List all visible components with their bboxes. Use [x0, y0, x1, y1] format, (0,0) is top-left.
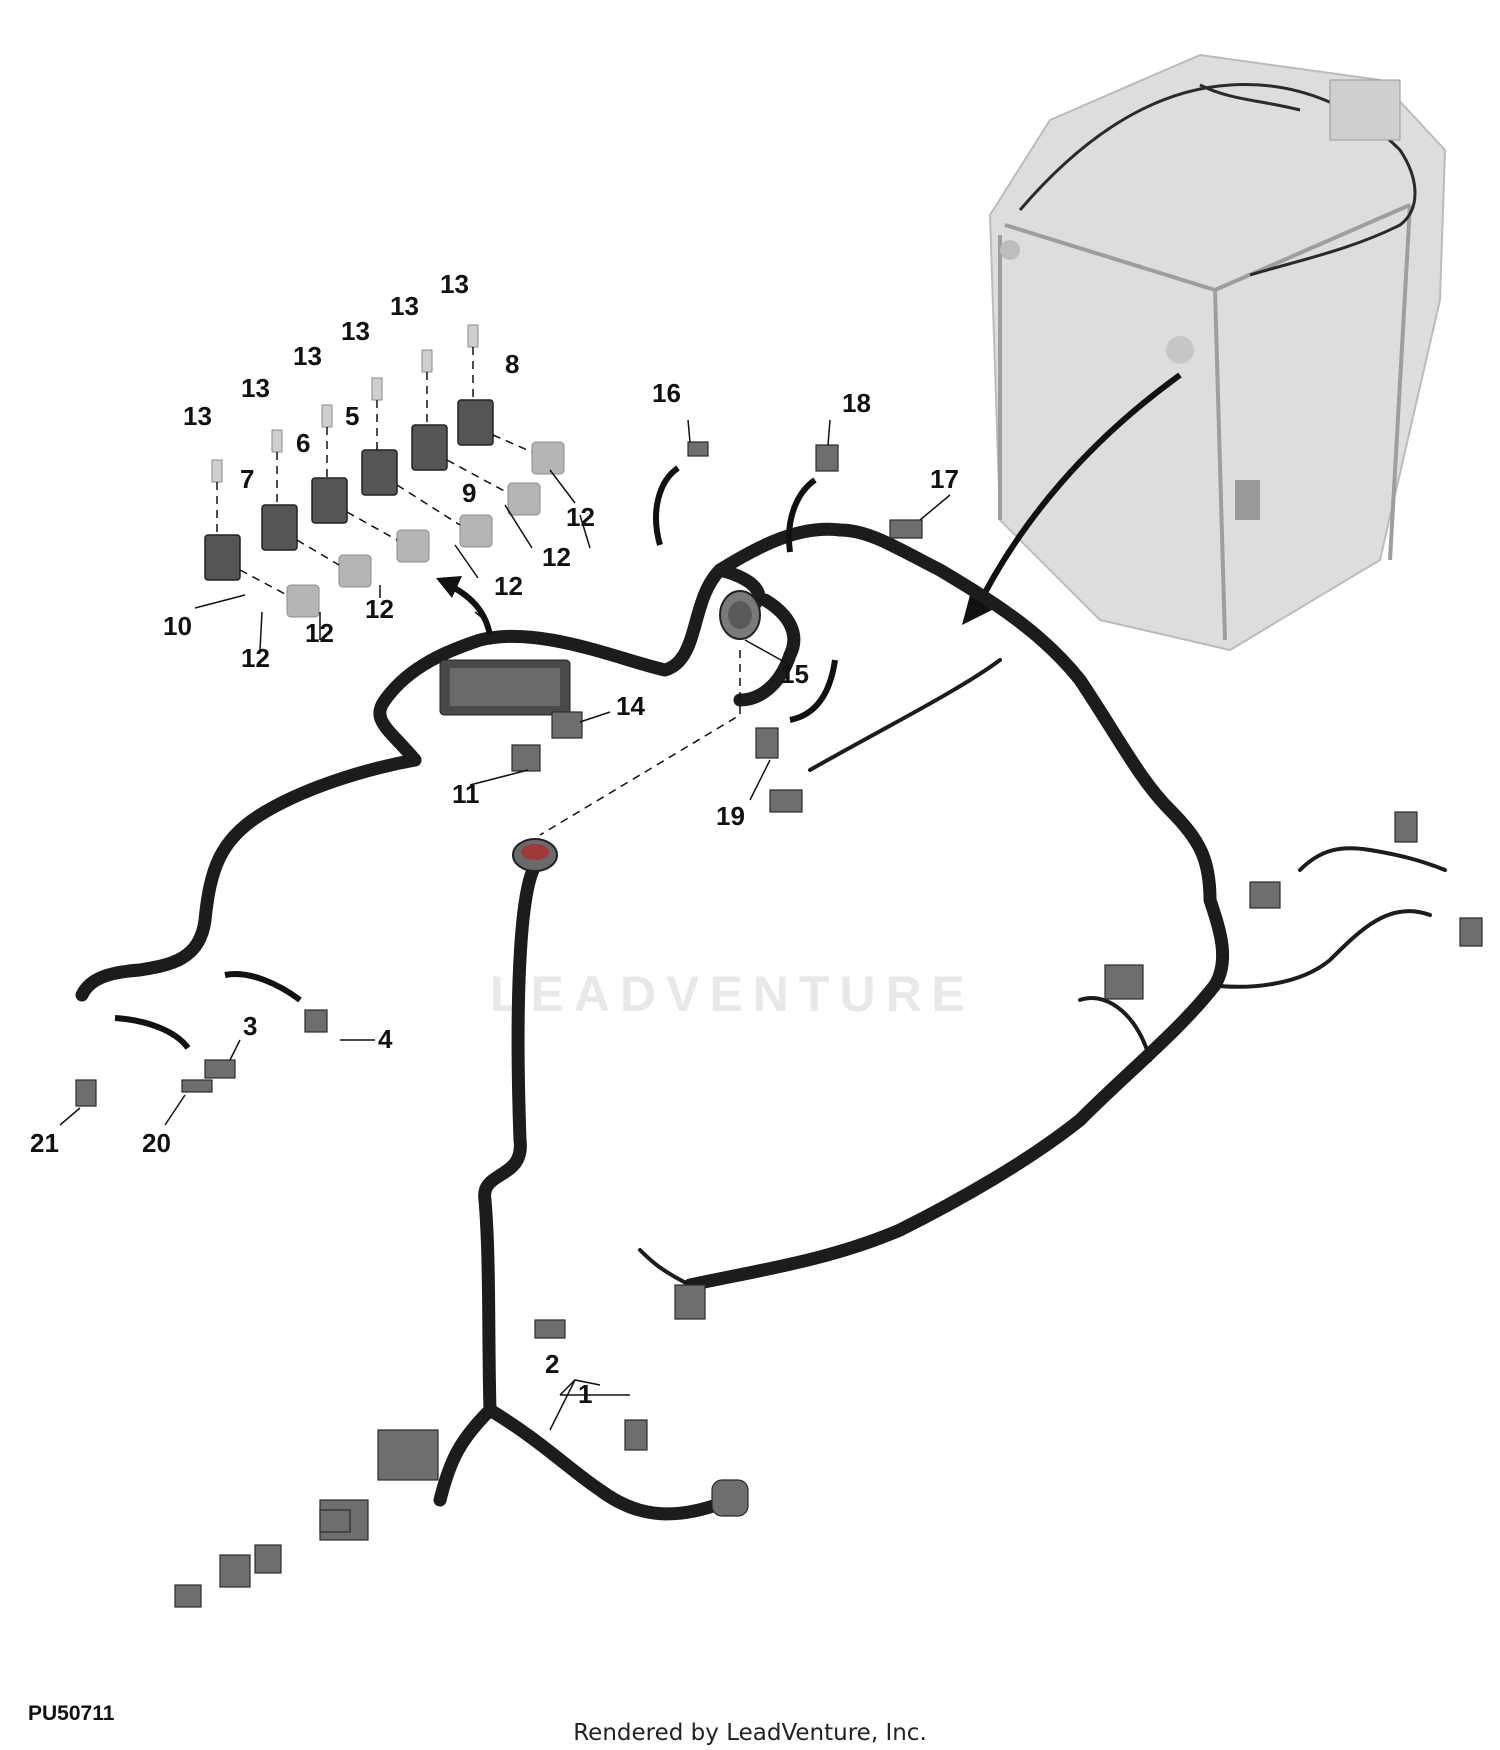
connector-16 — [687, 441, 709, 457]
callout-3: 3 — [243, 1011, 257, 1041]
footer-credit: Rendered by LeadVenture, Inc. — [573, 1720, 927, 1746]
arrow-to-19 — [789, 659, 838, 723]
callout-2: 2 — [545, 1349, 559, 1379]
arrow-to-16 — [653, 465, 680, 546]
connector-14 — [551, 711, 583, 739]
relay-12-e — [507, 482, 541, 516]
callout-13-f: 13 — [440, 269, 469, 299]
callout-13-e: 13 — [390, 291, 419, 321]
connector-lower-i — [319, 1509, 351, 1533]
connector-19-mate — [769, 789, 803, 813]
callout-12-b: 12 — [305, 618, 334, 648]
fuse-relay-block — [439, 659, 571, 716]
relay-12-b — [338, 554, 372, 588]
callout-10: 10 — [163, 611, 192, 641]
callout-6: 6 — [296, 428, 310, 458]
connector-lower-d — [377, 1429, 439, 1481]
callout-7: 7 — [240, 464, 254, 494]
connector-11 — [511, 744, 541, 772]
connector-18 — [815, 444, 839, 472]
connector-lower-h — [174, 1584, 202, 1608]
socket-9 — [411, 424, 448, 471]
callout-4: 4 — [378, 1024, 393, 1054]
cab-illustration — [988, 53, 1447, 652]
cab-to-harness-arrow — [972, 372, 1182, 614]
connector-3 — [204, 1059, 236, 1079]
callout-14: 14 — [616, 691, 645, 721]
pin-13-f — [467, 324, 479, 348]
relay-12-c — [396, 529, 430, 563]
callout-12-f: 12 — [566, 502, 595, 532]
callout-1: 1 — [578, 1379, 592, 1409]
callout-13-c: 13 — [293, 341, 322, 371]
callout-12-d: 12 — [494, 571, 523, 601]
pin-13-e — [421, 349, 433, 373]
socket-10 — [204, 534, 241, 581]
callout-15: 15 — [780, 659, 809, 689]
connector-right-c — [1394, 811, 1418, 843]
callout-17: 17 — [930, 464, 959, 494]
callout-13-d: 13 — [341, 316, 370, 346]
grommet-dashed-link — [539, 650, 741, 836]
leadventure-watermark: LEADVENTURE — [490, 966, 976, 1022]
callout-19: 19 — [716, 801, 745, 831]
grommet-15 — [719, 590, 761, 640]
callout-9: 9 — [462, 478, 476, 508]
relay-sockets-group — [204, 324, 565, 618]
pin-13-b — [271, 429, 283, 453]
socket-7 — [261, 504, 298, 551]
connector-right-b — [1459, 917, 1483, 947]
grommet-lower — [512, 838, 558, 872]
relay-12-f — [531, 441, 565, 475]
terminal-20 — [181, 1079, 213, 1093]
callout-13-a: 13 — [183, 401, 212, 431]
callout-13-b: 13 — [241, 373, 270, 403]
pin-13-d — [371, 377, 383, 401]
callout-12-c: 12 — [365, 594, 394, 624]
callout-20: 20 — [142, 1128, 171, 1158]
cab-to-harness-arrowhead — [962, 595, 992, 625]
callout-12-a: 12 — [241, 643, 270, 673]
connector-17 — [889, 519, 923, 539]
connector-19 — [755, 727, 779, 759]
connector-right-a — [1249, 881, 1281, 909]
socket-5 — [361, 449, 398, 496]
main-harness — [75, 522, 1447, 1521]
connector-lower-a — [674, 1284, 706, 1320]
arrow-to-4 — [224, 971, 302, 1003]
connector-4 — [304, 1009, 328, 1033]
socket-8 — [457, 399, 494, 446]
figure-id: PU50711 — [28, 1702, 115, 1725]
relay-12-a — [286, 584, 320, 618]
connector-21 — [75, 1079, 97, 1107]
connector-green — [1104, 964, 1144, 1000]
socket-6 — [311, 477, 348, 524]
relay-group-arrowhead — [436, 576, 462, 598]
callout-11: 11 — [452, 779, 480, 809]
connector-lower-c — [711, 1479, 749, 1517]
pin-13-c — [321, 404, 333, 428]
arrow-to-3 — [114, 1015, 191, 1050]
callout-12-e: 12 — [542, 542, 571, 572]
arrow-to-18 — [786, 477, 817, 553]
pin-13-a — [211, 459, 223, 483]
connector-2 — [534, 1319, 566, 1339]
relay-12-d — [459, 514, 493, 548]
callout-5: 5 — [345, 401, 359, 431]
callout-18: 18 — [842, 388, 871, 418]
callout-21: 21 — [30, 1128, 59, 1158]
connector-lower-g — [254, 1544, 282, 1574]
callout-8: 8 — [505, 349, 519, 379]
connector-lower-f — [219, 1554, 251, 1588]
callout-16: 16 — [652, 378, 681, 408]
connector-lower-b — [624, 1419, 648, 1451]
